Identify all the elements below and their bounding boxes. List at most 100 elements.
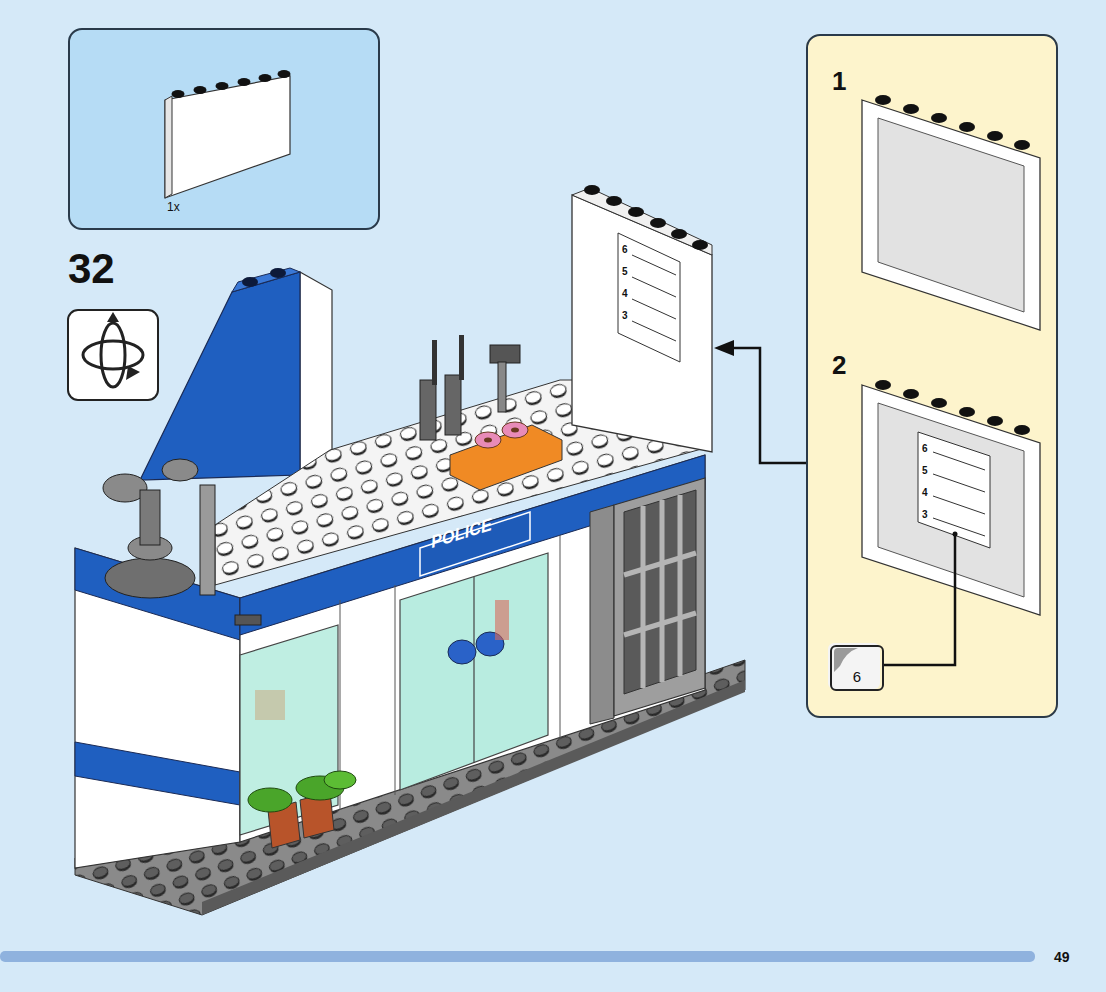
sticker-line-number: 5 bbox=[622, 267, 628, 277]
callout-piece-1 bbox=[862, 95, 1040, 330]
police-station-model bbox=[632, 321, 676, 341]
police-station-model bbox=[75, 548, 240, 868]
sticker-line-number: 3 bbox=[622, 311, 628, 321]
sticker-tag: 6 bbox=[830, 645, 884, 691]
parts-panel-fill bbox=[68, 28, 380, 230]
rotate-icon bbox=[101, 323, 125, 387]
sticker-line-number: 3 bbox=[922, 510, 928, 520]
sticker-leader bbox=[882, 532, 958, 666]
police-station-model bbox=[502, 422, 528, 438]
police-station-model bbox=[75, 742, 240, 805]
police-station-model bbox=[473, 577, 474, 763]
callout-piece-2 bbox=[903, 389, 919, 399]
parts-piece bbox=[165, 96, 172, 198]
callout-piece-2 bbox=[933, 452, 985, 470]
police-station-model bbox=[140, 490, 160, 545]
sticker-number: 6 bbox=[832, 669, 882, 684]
police-station-model bbox=[628, 207, 644, 217]
parts-panel-fill bbox=[68, 28, 380, 230]
callout-piece-2 bbox=[933, 474, 985, 492]
police-station-model bbox=[484, 438, 492, 443]
police-sign-text: POLICE bbox=[430, 515, 493, 551]
police-station-model bbox=[584, 185, 600, 195]
police-station-model bbox=[498, 362, 506, 412]
callout-piece-2 bbox=[862, 380, 1040, 615]
police-station-model bbox=[495, 600, 509, 640]
callout-piece-2 bbox=[959, 407, 975, 417]
police-station-model bbox=[162, 459, 198, 481]
page-bar bbox=[0, 951, 1035, 962]
rotate-icon bbox=[83, 341, 143, 369]
callout-piece-1 bbox=[959, 122, 975, 132]
substep-number: 1 bbox=[832, 68, 846, 94]
callout-panel-fill bbox=[806, 34, 1058, 718]
callout-piece-1 bbox=[878, 118, 1024, 312]
parts-piece bbox=[165, 76, 290, 198]
sticker-line-number: 5 bbox=[922, 466, 928, 476]
police-station-model bbox=[140, 272, 300, 480]
police-station-model bbox=[624, 490, 696, 694]
police-station-model bbox=[395, 585, 396, 795]
police-station-model bbox=[432, 340, 437, 385]
callout-piece-2 bbox=[862, 385, 1040, 615]
callout-panel: 126 bbox=[806, 34, 1058, 718]
police-station-model bbox=[420, 380, 436, 440]
callout-piece-1 bbox=[987, 131, 1003, 141]
parts-piece bbox=[278, 70, 291, 78]
callout-piece-2 bbox=[933, 518, 985, 536]
parts-piece bbox=[238, 78, 251, 86]
rotate-icon bbox=[68, 310, 158, 400]
police-station-model bbox=[235, 615, 261, 625]
parts-piece bbox=[172, 90, 185, 98]
police-station-model bbox=[606, 196, 622, 206]
rotate-icon bbox=[126, 366, 140, 380]
police-station-model bbox=[270, 268, 286, 278]
step-number: 32 bbox=[68, 248, 115, 290]
sticker-line-number: 4 bbox=[622, 289, 628, 299]
police-station-model bbox=[255, 690, 285, 720]
police-station-model bbox=[632, 255, 676, 275]
parts-piece bbox=[216, 82, 229, 90]
police-station-model bbox=[671, 229, 687, 239]
police-station-model bbox=[420, 512, 530, 576]
callout-piece-2 bbox=[878, 403, 1024, 597]
police-station-model bbox=[400, 553, 548, 790]
callout-piece-1 bbox=[931, 113, 947, 123]
police-station-model bbox=[300, 272, 332, 475]
sticker-line-number: 4 bbox=[922, 488, 928, 498]
parts-piece bbox=[194, 86, 207, 94]
part-count: 1x bbox=[167, 201, 180, 213]
rotate-icon bbox=[68, 310, 158, 400]
police-station-model bbox=[618, 233, 680, 362]
police-station-model bbox=[445, 375, 461, 435]
police-station-model bbox=[248, 788, 292, 812]
parts-piece bbox=[259, 74, 272, 82]
police-station-model bbox=[650, 218, 666, 228]
police-station-model bbox=[590, 505, 614, 724]
callout-piece-2 bbox=[931, 398, 947, 408]
police-station-model bbox=[624, 553, 696, 575]
placement-arrow bbox=[714, 340, 734, 356]
police-station-model bbox=[614, 478, 705, 716]
callout-piece-2 bbox=[918, 432, 990, 548]
sticker-leader bbox=[882, 536, 955, 665]
police-station-model bbox=[572, 195, 712, 452]
police-station-model bbox=[560, 535, 561, 740]
parts-piece bbox=[165, 70, 291, 198]
callout-piece-1 bbox=[862, 100, 1040, 330]
callout-piece-1 bbox=[875, 95, 891, 105]
parts-panel: 1x bbox=[68, 28, 380, 230]
police-station-model bbox=[632, 277, 676, 297]
police-station-model bbox=[678, 495, 683, 676]
police-station-model bbox=[75, 185, 745, 915]
police-station-model bbox=[105, 558, 195, 598]
sticker-line-number: 6 bbox=[922, 444, 928, 454]
police-station-model bbox=[240, 455, 705, 842]
police-station-model bbox=[692, 240, 708, 250]
police-station-model bbox=[459, 335, 464, 380]
callout-piece-2 bbox=[1014, 425, 1030, 435]
callout-piece-1 bbox=[1014, 140, 1030, 150]
police-station-model bbox=[632, 299, 676, 319]
callout-piece-1 bbox=[903, 104, 919, 114]
